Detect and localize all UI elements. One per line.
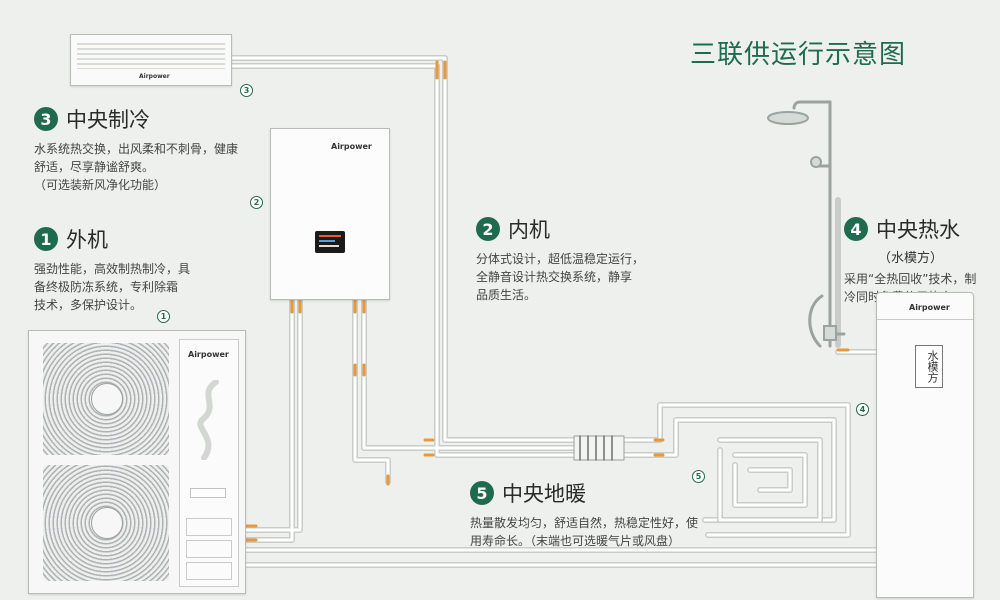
fan-hub-icon bbox=[91, 383, 123, 415]
outdoor-side-panel: Airpower bbox=[179, 339, 239, 587]
cooling-title: 中央制冷 bbox=[66, 108, 150, 132]
outdoor-line: 备终极防冻系统，专利除霜 bbox=[34, 280, 179, 294]
indoor-title: 内机 bbox=[508, 218, 550, 242]
hotwater-title: 中央热水 bbox=[876, 218, 960, 242]
section-outdoor: 1 外机 强劲性能，高效制热制冷，具 备终极防冻系统，专利除霜 技术，多保护设计… bbox=[34, 224, 234, 314]
floor-number: 5 bbox=[470, 481, 494, 505]
tank-brand: Airpower bbox=[909, 303, 950, 312]
marker-outdoor: 1 bbox=[157, 310, 170, 323]
outdoor-heading: 1 外机 bbox=[34, 224, 234, 254]
fan-grill-top bbox=[43, 343, 169, 455]
diagram-title: 三联供运行示意图 bbox=[690, 40, 907, 70]
indoor-line: 全静音设计热交换系统，静享 bbox=[476, 270, 633, 284]
tank-label: 水模方 bbox=[915, 345, 943, 388]
ac-brand: Airpower bbox=[139, 73, 170, 80]
ac-grille bbox=[77, 43, 225, 69]
hotwater-heading: 4 中央热水 bbox=[844, 214, 994, 244]
cooling-heading: 3 中央制冷 bbox=[34, 104, 274, 134]
tank-top-line bbox=[877, 319, 973, 320]
cooling-line: （可选装新风净化功能） bbox=[34, 178, 167, 192]
cooling-number: 3 bbox=[34, 107, 58, 131]
cooling-line: 舒适，尽享静谧舒爽。 bbox=[34, 160, 155, 174]
outdoor-title: 外机 bbox=[66, 228, 108, 252]
cooling-line: 水系统热交换，出风柔和不刺骨，健康 bbox=[34, 142, 239, 156]
cooling-description: 水系统热交换，出风柔和不刺骨，健康 舒适，尽享静谧舒爽。 （可选装新风净化功能） bbox=[34, 140, 274, 194]
outdoor-line: 强劲性能，高效制热制冷，具 bbox=[34, 262, 191, 276]
outdoor-vent bbox=[186, 540, 232, 558]
section-indoor: 2 内机 分体式设计，超低温稳定运行， 全静音设计热交换系统，静享 品质生活。 bbox=[476, 214, 696, 304]
wall-ac-unit: Airpower bbox=[70, 34, 232, 86]
floor-title: 中央地暖 bbox=[502, 482, 586, 506]
outdoor-line: 技术，多保护设计。 bbox=[34, 298, 143, 312]
shower-icon bbox=[767, 100, 846, 348]
outdoor-description: 强劲性能，高效制热制冷，具 备终极防冻系统，专利除霜 技术，多保护设计。 bbox=[34, 260, 234, 314]
section-cooling: 3 中央制冷 水系统热交换，出风柔和不刺骨，健康 舒适，尽享静谧舒爽。 （可选装… bbox=[34, 104, 274, 194]
outdoor-vent bbox=[186, 518, 232, 536]
marker-tank: 4 bbox=[856, 403, 869, 416]
indoor-unit: Airpower bbox=[270, 128, 390, 300]
indoor-brand: Airpower bbox=[331, 142, 372, 151]
section-floor-heating: 5 中央地暖 热量散发均匀，舒适自然，热稳定性好，使 用寿命长。（末端也可选暖气… bbox=[470, 478, 730, 550]
outdoor-brand: Airpower bbox=[188, 350, 229, 359]
outdoor-number: 1 bbox=[34, 227, 58, 251]
control-panel-display bbox=[315, 231, 345, 253]
outdoor-handle bbox=[190, 488, 226, 498]
outdoor-vent bbox=[186, 562, 232, 580]
marker-ac: 3 bbox=[240, 84, 253, 97]
hotwater-line: 采用“全热回收”技术，制 bbox=[844, 272, 977, 286]
hotwater-subtitle: （水模方） bbox=[878, 251, 944, 266]
indoor-description: 分体式设计，超低温稳定运行， 全静音设计热交换系统，静享 品质生活。 bbox=[476, 250, 696, 304]
floor-line: 热量散发均匀，舒适自然，热稳定性好，使 bbox=[470, 516, 699, 530]
indoor-heading: 2 内机 bbox=[476, 214, 696, 244]
marker-floor: 5 bbox=[692, 470, 705, 483]
floor-description: 热量散发均匀，舒适自然，热稳定性好，使 用寿命长。（末端也可选暖气片或风盘） bbox=[470, 514, 730, 550]
indoor-line: 分体式设计，超低温稳定运行， bbox=[476, 252, 645, 266]
hotwater-number: 4 bbox=[844, 217, 868, 241]
water-tank: Airpower 水模方 bbox=[876, 292, 974, 598]
floor-heading: 5 中央地暖 bbox=[470, 478, 730, 508]
swirl-logo-icon bbox=[197, 380, 219, 460]
indoor-line: 品质生活。 bbox=[476, 288, 537, 302]
marker-indoor: 2 bbox=[250, 196, 263, 209]
fan-hub-icon bbox=[91, 507, 123, 539]
floor-line: 用寿命长。（末端也可选暖气片或风盘） bbox=[470, 534, 681, 548]
indoor-number: 2 bbox=[476, 217, 500, 241]
outdoor-unit: Airpower bbox=[28, 330, 246, 594]
fan-grill-bottom bbox=[43, 465, 169, 581]
